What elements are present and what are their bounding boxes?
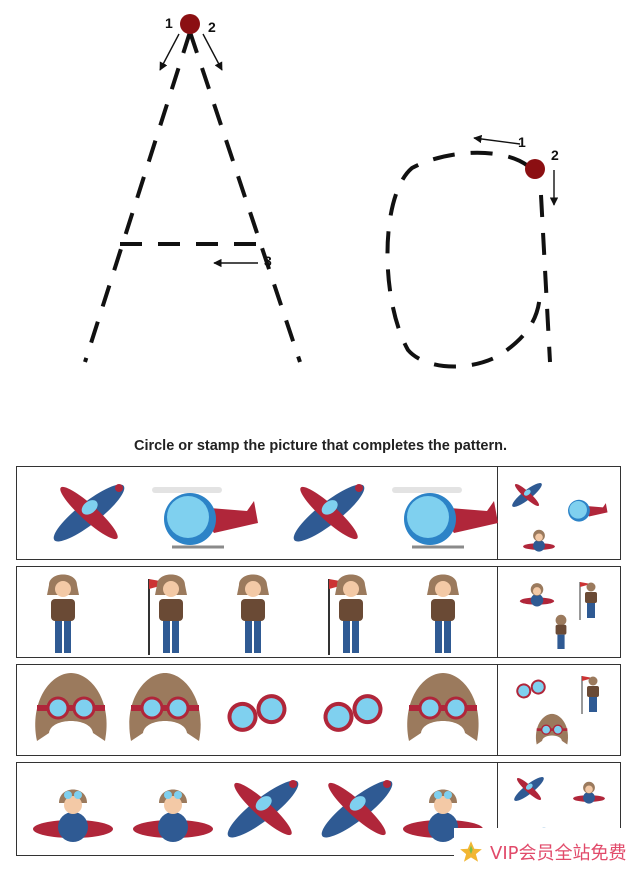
- pilot-in-plane-icon[interactable]: [133, 789, 213, 843]
- instruction-text: Circle or stamp the picture that complet…: [133, 438, 508, 454]
- pattern-row-3: [16, 664, 621, 756]
- choice-pilot-with-flag-icon[interactable]: [579, 582, 597, 620]
- choice-aviator-helmet-icon[interactable]: [535, 713, 569, 745]
- helicopter-icon[interactable]: [152, 487, 258, 549]
- helicopter-icon[interactable]: [392, 487, 498, 549]
- goggles-icon[interactable]: [227, 693, 288, 733]
- vip-badge-label: VIP会员全站免费: [490, 842, 627, 864]
- pilot-with-flag-icon[interactable]: [328, 574, 367, 656]
- pilot-icon[interactable]: [47, 574, 79, 654]
- choice-airplane-icon[interactable]: [510, 480, 545, 510]
- airplane-icon[interactable]: [316, 773, 399, 845]
- choice-pilot-in-plane-icon[interactable]: [523, 529, 555, 552]
- direction-arrows-A: [159, 33, 258, 268]
- row-divider: [497, 467, 498, 559]
- aviator-helmet-icon[interactable]: [407, 673, 479, 741]
- choice-airplane-icon[interactable]: [512, 774, 547, 804]
- pilot-icon[interactable]: [237, 574, 269, 654]
- aviator-helmet-icon[interactable]: [129, 673, 201, 741]
- pattern-row-1: [16, 466, 621, 560]
- pilot-with-flag-icon[interactable]: [148, 574, 187, 656]
- choice-goggles-icon[interactable]: [516, 679, 546, 699]
- letter-a-tracing: [385, 150, 552, 369]
- start-dot-a: [525, 159, 545, 179]
- start-dot-A: [180, 14, 200, 34]
- step-number-3-A: 3: [264, 253, 272, 269]
- step-number-2-A: 2: [208, 19, 216, 35]
- direction-arrows-a: [473, 134, 559, 206]
- row-divider: [497, 665, 498, 755]
- aviator-helmet-icon[interactable]: [35, 673, 107, 741]
- pattern-row-2: [16, 566, 621, 658]
- airplane-icon[interactable]: [48, 477, 131, 549]
- choice-pilot-with-flag-icon[interactable]: [581, 676, 599, 714]
- goggles-icon[interactable]: [323, 693, 384, 733]
- airplane-icon[interactable]: [222, 773, 305, 845]
- star-icon: [460, 840, 482, 862]
- letter-A-tracing: [83, 31, 302, 363]
- pilot-icon[interactable]: [427, 574, 459, 654]
- step-number-2-a: 2: [551, 147, 559, 163]
- choice-pilot-in-plane-icon[interactable]: [573, 781, 605, 804]
- row-divider: [497, 567, 498, 657]
- vip-badge[interactable]: VIP会员全站免费: [454, 828, 641, 875]
- letter-tracing-area: 1 2 3 1 2: [83, 14, 559, 369]
- step-number-1-a: 1: [518, 134, 526, 150]
- choice-pilot-in-plane-icon[interactable]: [519, 583, 555, 607]
- pilot-in-plane-icon[interactable]: [33, 789, 113, 843]
- airplane-icon[interactable]: [288, 477, 371, 549]
- choice-helicopter-icon[interactable]: [568, 499, 608, 522]
- step-number-1-A: 1: [165, 15, 173, 31]
- choice-pilot-icon[interactable]: [555, 614, 567, 649]
- row-divider: [497, 763, 498, 855]
